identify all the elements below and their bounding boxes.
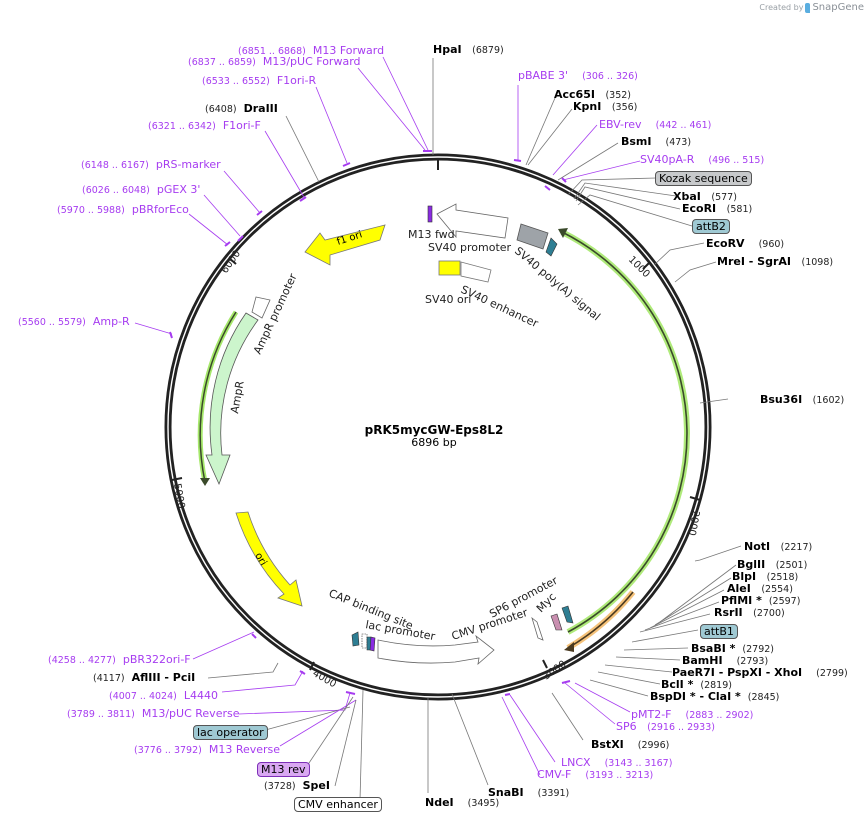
primer-label-m13-puc-forward[interactable]: (6837 .. 6859) M13/pUC Forward [188,55,361,69]
sv40-ori-label: SV40 ori [425,293,471,306]
primer-label-l4440[interactable]: (4007 .. 4024) L4440 [109,689,218,703]
enzyme-label-hpai[interactable]: HpaI (6879) [433,43,504,57]
enzyme-label-snabi[interactable]: SnaBI (3391) [488,786,570,800]
primer-label-pbr322ori-f[interactable]: (4258 .. 4277) pBR322ori-F [48,653,191,667]
feature-box-kozak-sequence[interactable]: Kozak sequence [655,171,752,186]
enzyme-label-rsrii[interactable]: RsrII (2700) [714,606,785,620]
feature-attb2[interactable] [545,237,558,257]
enzyme-label-bstxi[interactable]: BstXI (2996) [591,738,670,752]
primer-label-sv40pa-r[interactable]: SV40pA-R (496 .. 515) [640,153,765,167]
tick-2000: 2000 [686,509,701,536]
feature-box-attb1[interactable]: attB1 [700,624,738,639]
m13-fwd-label: M13 fwd [408,228,455,241]
ruler-ticks [171,160,701,671]
enzyme-label-ecorv[interactable]: EcoRV (960) [706,237,785,251]
primer-label-prs-marker[interactable]: (6148 .. 6167) pRS-marker [81,158,221,172]
feature-attb1[interactable] [561,605,574,624]
feature-box-m13-rev[interactable]: M13 rev [257,762,310,777]
tick-3000: 3000 [541,659,568,683]
enzyme-label-bamhi[interactable]: BamHI (2793) [682,654,769,668]
enzyme-label-bsu36i[interactable]: Bsu36I (1602) [760,393,845,407]
leader-lines [134,56,742,801]
primer-label-amp-r[interactable]: (5560 .. 5579) Amp-R [18,315,130,329]
primer-label-cmv-f[interactable]: CMV-F (3193 .. 3213) [537,768,654,782]
orf-green-line [561,231,688,633]
enzyme-label-ndei[interactable]: NdeI (3495) [425,796,500,810]
plasmid-length: 6896 bp [411,436,457,449]
feature-sp6-promoter[interactable] [531,616,544,641]
primer-label-ebv-rev[interactable]: EBV-rev (442 .. 461) [599,118,712,132]
feature-m13-fwd[interactable] [427,205,433,223]
enzyme-label-ecori[interactable]: EcoRI (581) [682,202,753,216]
feature-ampr-promoter[interactable] [251,296,271,319]
credit-brand: SnapGene [812,2,864,13]
credit-prefix: Created by [759,3,804,12]
feature-myc[interactable] [550,613,563,631]
enzyme-label-pflmi[interactable]: PflMI * (2597) [721,594,801,608]
enzyme-label-bsabi[interactable]: BsaBI * (2792) [691,642,775,656]
feature-f1-ori[interactable] [304,224,386,266]
enzyme-label-mrei-sgrai[interactable]: MreI - SgrAI (1098) [717,255,834,269]
primer-label-m13-puc-reverse[interactable]: (3789 .. 3811) M13/pUC Reverse [67,707,240,721]
primer-label-pbrforeco[interactable]: (5970 .. 5988) pBRforEco [57,203,189,217]
feature-m13-rev[interactable] [369,636,376,652]
primer-label-sp6[interactable]: SP6 (2916 .. 2933) [616,720,715,734]
enzyme-label-bcli[interactable]: BclI * (2819) [661,678,732,692]
feature-sv40-polya[interactable] [516,223,549,250]
primer-label-pbabe-3[interactable]: pBABE 3' (306 .. 326) [518,69,638,83]
snapgene-logo-icon [805,2,811,13]
feature-ampr[interactable] [205,312,259,486]
enzyme-label-xbai[interactable]: XbaI (577) [673,190,737,204]
feature-box-attb2[interactable]: attB2 [692,219,730,234]
enzyme-label-noti[interactable]: NotI (2217) [744,540,813,554]
plasmid-backbone [164,153,712,701]
snapgene-credit: Created by SnapGene [759,2,864,13]
primer-label-m13-forward[interactable]: (6851 .. 6868) M13 Forward [238,44,385,58]
sv40-promoter-label: SV40 promoter [428,241,512,254]
enzyme-label-bglii[interactable]: BglII (2501) [737,558,808,572]
feature-sv40-promoter[interactable] [436,203,509,239]
enzyme-label-bspdi-clai[interactable]: BspDI * - ClaI * (2845) [650,690,780,704]
enzyme-label-bsmi[interactable]: BsmI (473) [621,135,692,149]
feature-sv40-ori[interactable] [438,260,461,276]
feature-cap-binding-site[interactable] [351,631,360,647]
primer-label-f1ori-f[interactable]: (6321 .. 6342) F1ori-F [148,119,261,133]
enzyme-label-acc65i[interactable]: Acc65I (352) [554,88,632,102]
enzyme-label-spei[interactable]: (3728) SpeI [264,779,330,793]
primer-markers [169,150,571,696]
enzyme-label-draiii[interactable]: (6408) DraIII [205,102,278,116]
feature-cmv-promoter[interactable] [377,634,495,666]
feature-lac-promoter[interactable] [361,633,368,649]
primer-label-m13-reverse[interactable]: (3776 .. 3792) M13 Reverse [134,743,281,757]
feature-box-cmv-enhancer[interactable]: CMV enhancer [294,797,382,812]
enzyme-label-paer7i-pspxi-xhoi[interactable]: PaeR7I - PspXI - XhoI (2799) [672,666,848,680]
primer-label-pmt2-f[interactable]: pMT2-F (2883 .. 2902) [631,708,754,722]
feature-sv40-enhancer[interactable] [460,261,492,283]
enzyme-label-blpi[interactable]: BlpI (2518) [732,570,799,584]
primer-label-pgex-3[interactable]: (6026 .. 6048) pGEX 3' [82,183,201,197]
sv40-enhancer-label: SV40 enhancer [459,283,541,330]
ampr-label: AmpR [228,380,247,415]
tick-5000: 5000 [171,483,186,510]
enzyme-label-kpni[interactable]: KpnI (356) [573,100,638,114]
primer-label-lncx[interactable]: LNCX (3143 .. 3167) [561,756,673,770]
enzyme-label-afliii-pcii[interactable]: (4117) AflIII - PciI [93,671,196,685]
enzyme-label-alei[interactable]: AleI (2554) [727,582,793,596]
feature-ori[interactable] [235,511,303,607]
feature-box-lac-operator[interactable]: lac operator [193,725,268,740]
primer-label-f1ori-r[interactable]: (6533 .. 6552) F1ori-R [202,74,317,88]
plasmid-name: pRK5mycGW-Eps8L2 [364,423,504,437]
